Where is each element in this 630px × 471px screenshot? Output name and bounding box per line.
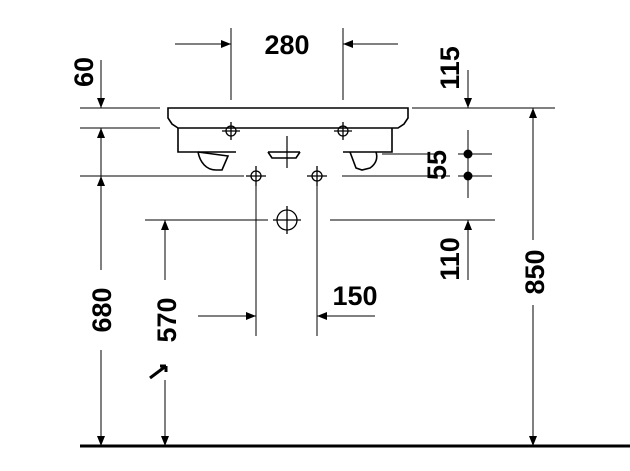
pointer-arrow-icon [149,364,168,380]
tap-hole-left-crosshair-icon [222,122,240,140]
dim-280-label: 280 [264,30,309,60]
dim-115-label: 115 [435,46,465,90]
dim-55-bottom-dot-icon [463,171,473,181]
dim-570-label: 570 [152,297,182,342]
dim-110-label: 110 [435,237,465,281]
dim-55-top-dot-icon [463,149,473,159]
dim-680-label: 680 [87,287,117,332]
dim-150-label: 150 [332,281,377,311]
dim-60-label: 60 [69,57,99,87]
dim-850-label: 850 [520,249,550,294]
tap-hole-right-crosshair-icon [334,122,352,140]
supply-right-crosshair-icon [307,166,327,186]
extension-lines [80,28,555,336]
washbasin-outline [167,107,409,171]
dim-55-markers [458,130,492,198]
waste-outlet-circle-icon [273,206,301,234]
dim-55-label: 55 [422,150,452,180]
supply-left-crosshair-icon [246,166,266,186]
